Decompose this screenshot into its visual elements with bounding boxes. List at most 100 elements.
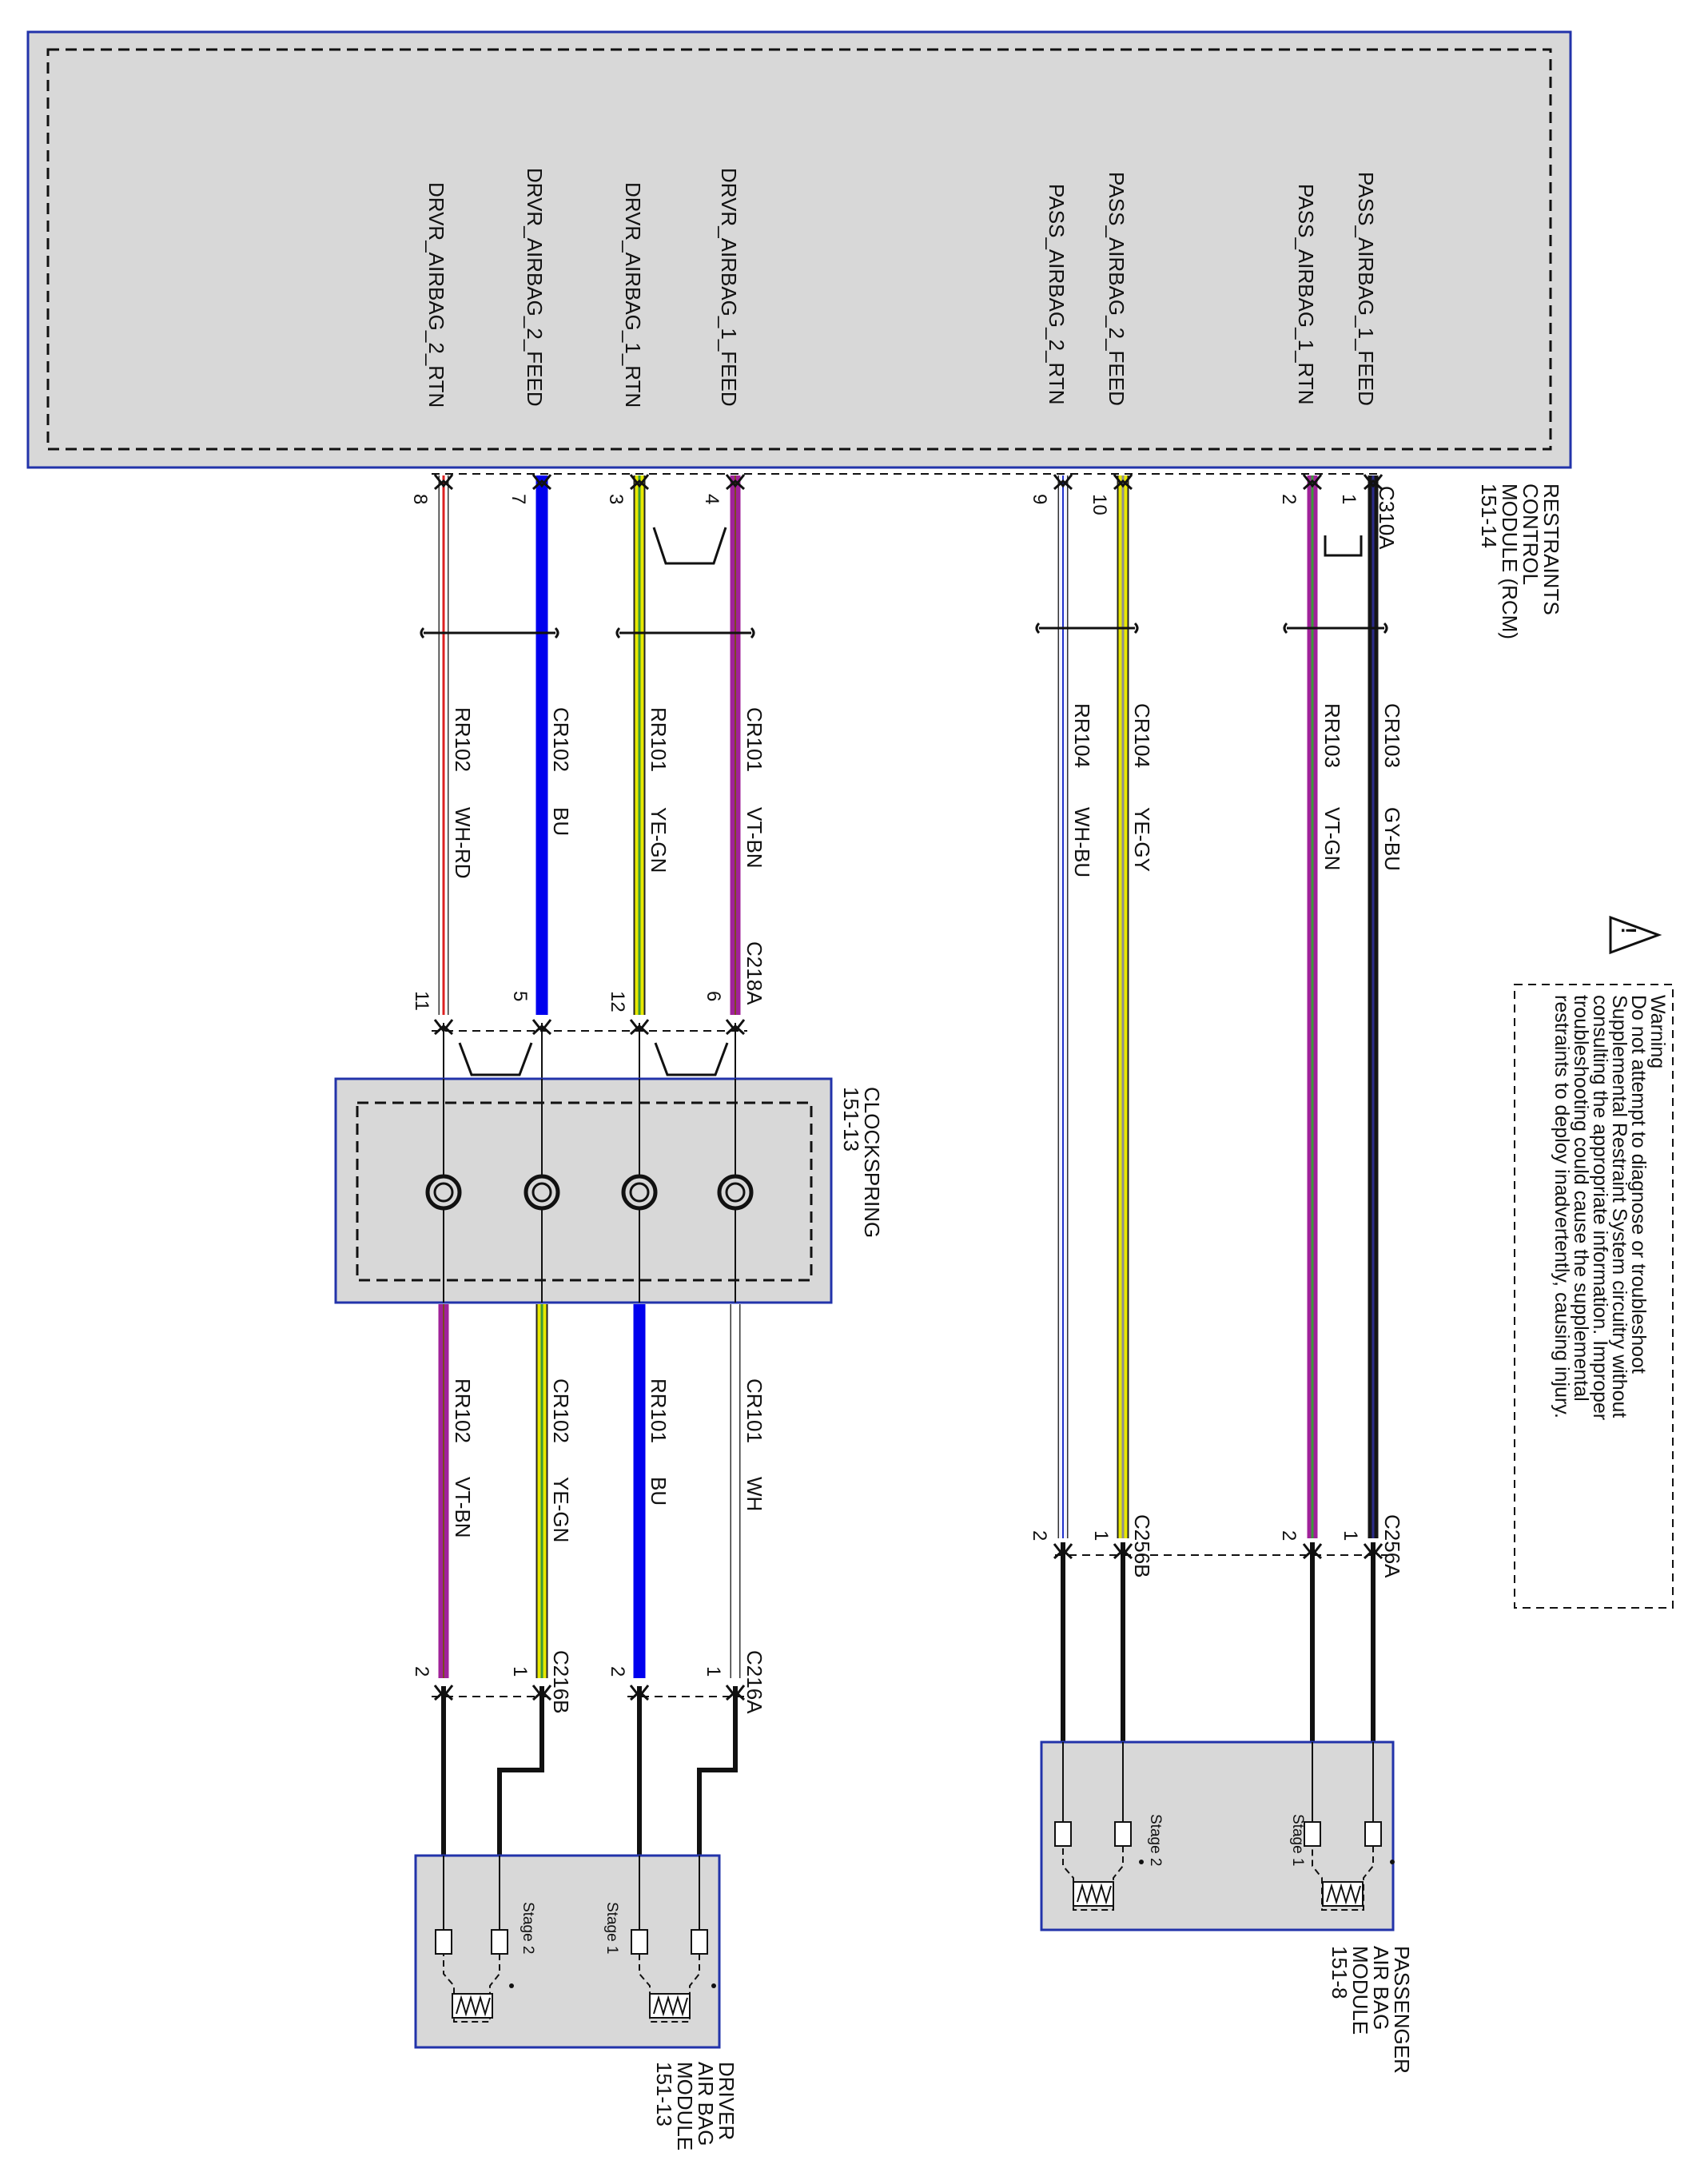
terminal-chevron [531,1685,552,1699]
warning-text: consulting the appropriate information. … [1589,995,1611,1420]
rcm-signal-label: PASS_AIRBAG_2_FEED [1105,172,1129,406]
rcm-title-line: CONTROL [1519,483,1543,585]
wire-color-label: WH-BU [1070,807,1094,877]
terminal-chevron [725,474,746,488]
driver-upper-wires [438,475,741,1015]
rcm-signal-label: DRVR_AIRBAG_1_FEED [717,168,741,407]
terminal-chevron [725,1024,746,1036]
terminal-chevron [629,479,650,491]
wire-circuit-label: RR103 [1320,703,1344,768]
pin-number: 1 [703,1666,724,1677]
warning-box: ! [1514,915,1674,1609]
warning-text: troubleshooting could cause the suppleme… [1570,995,1592,1402]
driver-lower-wires [438,1304,741,1678]
terminal-chevron [1113,479,1133,491]
terminal-chevrons [433,474,1383,1701]
terminal-chevron [629,1019,650,1033]
terminal-chevron [1302,479,1323,491]
clockspring-module [334,1023,833,1304]
connector-c216b-label: C216B [549,1650,573,1714]
pin-number: 9 [1029,494,1050,504]
wire-circuit-label: CR104 [1130,703,1154,768]
clockspring-label: CLOCKSPRING [860,1087,884,1238]
pin-number: 2 [1029,1530,1050,1541]
terminal-chevron [1302,474,1323,488]
warning-text: restraints to deploy inadvertently, caus… [1551,995,1573,1418]
wire-color-label: VT-GN [1320,807,1344,870]
terminal-chevron [629,474,650,488]
wire-color-label: BU [647,1477,671,1506]
passenger-module-title: AIR BAG [1369,1946,1393,2030]
terminal-chevron [629,1689,650,1701]
pin-number: 5 [509,991,531,1001]
terminal-chevron [1363,1548,1383,1560]
passenger-module-title: PASSENGER [1390,1946,1414,2074]
rcm-signal-label: PASS_AIRBAG_1_RTN [1294,184,1318,405]
connector-c216a-label: C216A [743,1650,766,1714]
connector-c310a-label: C310A [1375,486,1399,550]
terminal-chevron [629,1685,650,1699]
wire-color-label: VT-BN [451,1477,475,1538]
pin-number: 6 [703,991,724,1001]
pin-number: 2 [1278,494,1300,504]
pin-number: 1 [1340,1530,1361,1541]
stage-label: Stage 2 [1147,1814,1164,1867]
wire-color-label: YE-GY [1130,807,1154,872]
pin-number: 8 [409,494,431,504]
terminal-chevron [1113,1548,1133,1560]
warning-title: Warning [1646,995,1669,1068]
terminal-chevron [433,1024,454,1036]
terminal-chevron [629,1024,650,1036]
passenger-module-title: 151-8 [1328,1946,1352,1999]
wire-circuit-label: CR101 [743,1378,766,1443]
driver-module-title: 151-13 [652,2062,676,2126]
connector-c256b-label: C256B [1130,1514,1154,1578]
warning-icon: ! [1609,915,1662,955]
wire-circuit-label: CR102 [549,707,573,772]
driver-module-title: DRIVER [715,2062,739,2140]
pin-number: 2 [607,1666,628,1677]
terminal-chevron [1053,474,1073,488]
stage-label: Stage 1 [603,1902,620,1955]
rcm-title-line: 151-14 [1477,483,1501,548]
driver-airbag-module [414,1854,721,2049]
wire-color-label: YE-GN [647,807,671,873]
wire-circuit-label: RR104 [1070,703,1094,768]
driver-module-title: MODULE [673,2062,697,2150]
rcm-signal-label: PASS_AIRBAG_1_FEED [1354,172,1378,406]
pin-number: 12 [607,991,628,1012]
passenger-wires [1057,475,1379,1538]
pin-number: 11 [411,991,432,1011]
rcm-title-line: RESTRAINTS [1539,483,1563,615]
pin-number: 4 [701,494,723,504]
driver-module-title: AIR BAG [694,2062,718,2146]
terminal-chevron [1113,474,1133,488]
terminal-chevron [1302,1543,1323,1557]
passenger-module-title: MODULE [1348,1946,1372,2035]
rcm-signal-label: DRVR_AIRBAG_2_RTN [424,182,448,408]
wire-color-label: WH-RD [451,807,475,879]
terminal-chevron [1363,474,1383,488]
wire-circuit-label: RR101 [647,1378,671,1443]
terminal-chevron [433,1019,454,1033]
terminal-chevron [725,479,746,491]
terminal-chevron [433,474,454,488]
wire-color-label: VT-BN [743,807,766,869]
wire-color-label: BU [549,807,573,836]
stage-label: Stage 1 [1289,1814,1306,1867]
wire-color-label: WH [743,1477,766,1511]
rcm-signal-label: PASS_AIRBAG_2_RTN [1045,184,1069,405]
pin-number: 10 [1089,494,1110,515]
terminal-chevron [725,1019,746,1033]
terminal-chevron [531,1689,552,1701]
wire-circuit-label: CR102 [549,1378,573,1443]
wire-circuit-label: RR101 [647,707,671,772]
pin-number: 1 [1338,494,1360,504]
rcm-signal-label: DRVR_AIRBAG_2_FEED [523,168,547,407]
twist-marks [420,527,755,1076]
terminal-chevron [725,1689,746,1701]
passenger-pigtails [1061,1542,1376,1750]
clockspring-label: 151-13 [839,1087,863,1152]
wire-circuit-label: RR102 [451,1378,475,1443]
